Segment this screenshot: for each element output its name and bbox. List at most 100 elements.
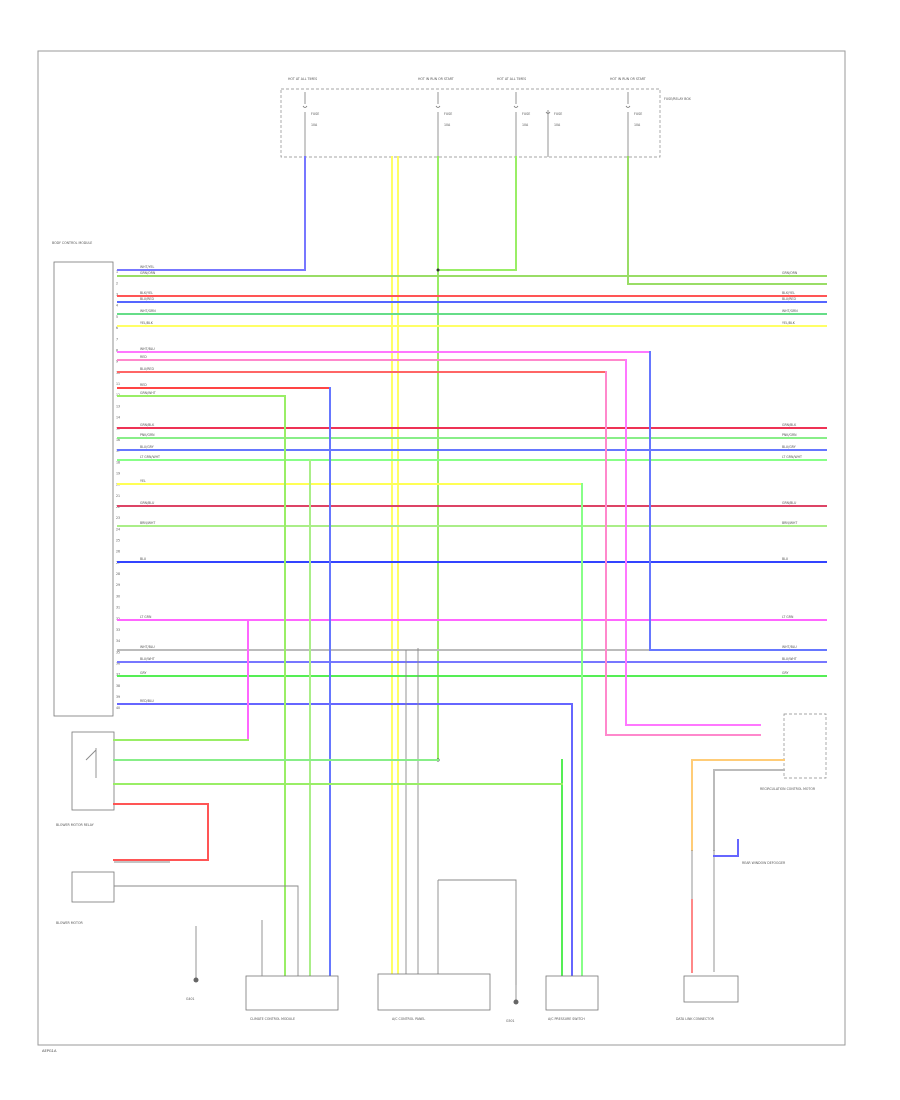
fuse-1-name: FUSE — [311, 112, 319, 116]
harness-wire-4-right-label: BLU/RED — [782, 297, 796, 301]
bcm-pin-6: 6 — [116, 326, 118, 330]
harness-wire-15-right-label: LT GRN/WHT — [782, 455, 802, 459]
harness-wire-21-right-label: WHT/BLU — [782, 645, 797, 649]
bcm-pin-19: 19 — [116, 471, 120, 475]
harness-wire-2-right-label: GRN/ORN — [782, 271, 798, 275]
fuse-5-name: FUSE — [634, 112, 642, 116]
harness-wire-5-label: WHT/GRN — [140, 309, 156, 313]
bcm-pin-34: 34 — [116, 639, 120, 643]
harness-wire-12-label: GRN/BLK — [140, 423, 155, 427]
harness-wire-6-right-label: YEL/BLK — [782, 321, 796, 325]
ground-mid-label: G501 — [506, 1019, 515, 1023]
bcm-pin-33: 33 — [116, 628, 120, 632]
fuse-1: FUSE 10A — [302, 92, 319, 157]
harness-wire-20-right-label: LT GRN — [782, 615, 794, 619]
ground-mid: G501 — [506, 930, 519, 1023]
bcm-pin-38: 38 — [116, 684, 120, 688]
fuse-5-rating: 10A — [634, 123, 641, 127]
fuse-relay-box: HOT AT ALL TIMES HOT IN RUN OR START HOT… — [280, 77, 692, 158]
bcm-pin-8: 8 — [116, 348, 118, 352]
bcm-pin-14: 14 — [116, 416, 120, 420]
data-link-connector: DATA LINK CONNECTOR — [676, 975, 739, 1021]
harness-wire-14-right-label: BLU/GRY — [782, 445, 796, 449]
harness-wire-2-label: GRN/ORN — [140, 271, 156, 275]
harness-wire-19-label: BLU — [140, 557, 147, 561]
harness-wire-18-right-label: BRN/WHT — [782, 521, 797, 525]
right-a-label: RECIRCULATION CONTROL MOTOR — [760, 787, 816, 791]
blower-relay-label: BLOWER MOTOR RELAY — [56, 823, 94, 827]
fuse-3-rating: 10A — [522, 123, 529, 127]
bcm-pin-9: 9 — [116, 360, 118, 364]
body-control-module: BODY CONTROL MODULE 12345678910111213141… — [52, 241, 120, 717]
fuse-box-top-label-1: HOT AT ALL TIMES — [288, 77, 317, 81]
bcm-pin-2: 2 — [116, 281, 118, 285]
bcm-pin-11: 11 — [116, 382, 120, 386]
fuse-box-top-label-2: HOT IN RUN OR START — [418, 77, 454, 81]
fuse-2-name: FUSE — [444, 112, 452, 116]
right-b-label: REAR WINDOW DEFOGGER — [742, 861, 786, 865]
harness-wire-17-right-label: GRN/BLU — [782, 501, 797, 505]
module-climate-control: CLIMATE CONTROL MODULE — [245, 920, 339, 1021]
fuse-2-rating: 10A — [444, 123, 451, 127]
harness-wire-12-right-label: GRN/BLK — [782, 423, 797, 427]
harness-wire-3-label: BLK/YEL — [140, 291, 153, 295]
recirculation-motor: RECIRCULATION CONTROL MOTOR — [691, 713, 827, 851]
bcm-pin-17: 17 — [116, 449, 120, 453]
footer-code: AEPG1A — [42, 1049, 57, 1053]
harness-wire-20-label: LT GRN — [140, 615, 152, 619]
bcm-pin-26: 26 — [116, 550, 120, 554]
module-a-box — [245, 975, 339, 1011]
bcm-pin-28: 28 — [116, 572, 120, 576]
harness-wire-9-label: BLU/RED — [140, 367, 154, 371]
harness-wire-21-label: WHT/BLU — [140, 645, 155, 649]
harness-wire-14-label: BLU/GRY — [140, 445, 154, 449]
bcm-pin-21: 21 — [116, 494, 120, 498]
bcm-pin-labels: 1234567891011121314151617181920212223242… — [116, 270, 120, 710]
blower-motor-box — [71, 871, 115, 903]
bcm-pin-4: 4 — [116, 304, 118, 308]
fuse-box-top-label-3: HOT AT ALL TIMES — [497, 77, 526, 81]
fuse-4-name: FUSE — [554, 112, 562, 116]
right-c-box — [683, 975, 739, 1003]
bcm-pin-35: 35 — [116, 650, 120, 654]
harness-wire-7-label: WHT/BLU — [140, 347, 155, 351]
harness-wire-11-label: RED — [140, 383, 147, 387]
harness-wire-5-right-label: WHT/GRN — [782, 309, 798, 313]
right-c-label: DATA LINK CONNECTOR — [676, 1017, 715, 1021]
bcm-pin-24: 24 — [116, 527, 120, 531]
fuse-box-top-label-4: HOT IN RUN OR START — [610, 77, 646, 81]
module-b-box — [377, 973, 491, 1011]
harness-wire-8-label: RED — [140, 355, 147, 359]
fuse-feed-wires — [117, 156, 827, 986]
harness-wire-10-label: GRN/WHT — [140, 391, 156, 395]
harness-wire-16-label: YEL — [140, 479, 146, 483]
fuse-2: FUSE 10A — [435, 92, 452, 157]
harness-wire-22-right-label: BLU/WHT — [782, 657, 797, 661]
fuse-3: FUSE 10A — [513, 92, 530, 157]
harness-wire-1-label: WHT/YEL — [140, 265, 155, 269]
fuse-4: FUSE 10A — [545, 110, 562, 157]
bcm-pin-39: 39 — [116, 695, 120, 699]
harness-wire-17-label: GRN/BLU — [140, 501, 155, 505]
blower-motor: BLOWER MOTOR — [56, 861, 299, 985]
module-a-label: CLIMATE CONTROL MODULE — [250, 1017, 295, 1021]
blower-relay: BLOWER MOTOR RELAY — [56, 731, 563, 861]
bcm-pin-30: 30 — [116, 594, 120, 598]
fuse-5: FUSE 10A — [625, 92, 642, 157]
harness-wire-3-right-label: BLK/YEL — [782, 291, 795, 295]
module-ac-pressure-switch: A/C PRESSURE SWITCH — [545, 975, 599, 1021]
bcm-pin-31: 31 — [116, 606, 120, 610]
harness-wire-23-right-label: GRY — [782, 671, 788, 675]
harness-wire-4-label: BLU/RED — [140, 297, 154, 301]
harness-wire-24-label: RED/BLU — [140, 699, 155, 703]
bcm-pin-3: 3 — [116, 293, 118, 297]
fuse-3-name: FUSE — [522, 112, 530, 116]
bcm-pin-7: 7 — [116, 337, 118, 341]
bcm-harness-wires: WHT/YEL GRN/ORN GRN/ORN BLK/YEL BLK/YEL BLU/R… — [117, 265, 827, 705]
module-c-box — [545, 975, 599, 1011]
rear-window-defogger: REAR WINDOW DEFOGGER — [691, 839, 786, 973]
bcm-pin-32: 32 — [116, 617, 120, 621]
ground-left: G401 — [186, 926, 199, 1001]
bcm-box — [53, 261, 114, 717]
